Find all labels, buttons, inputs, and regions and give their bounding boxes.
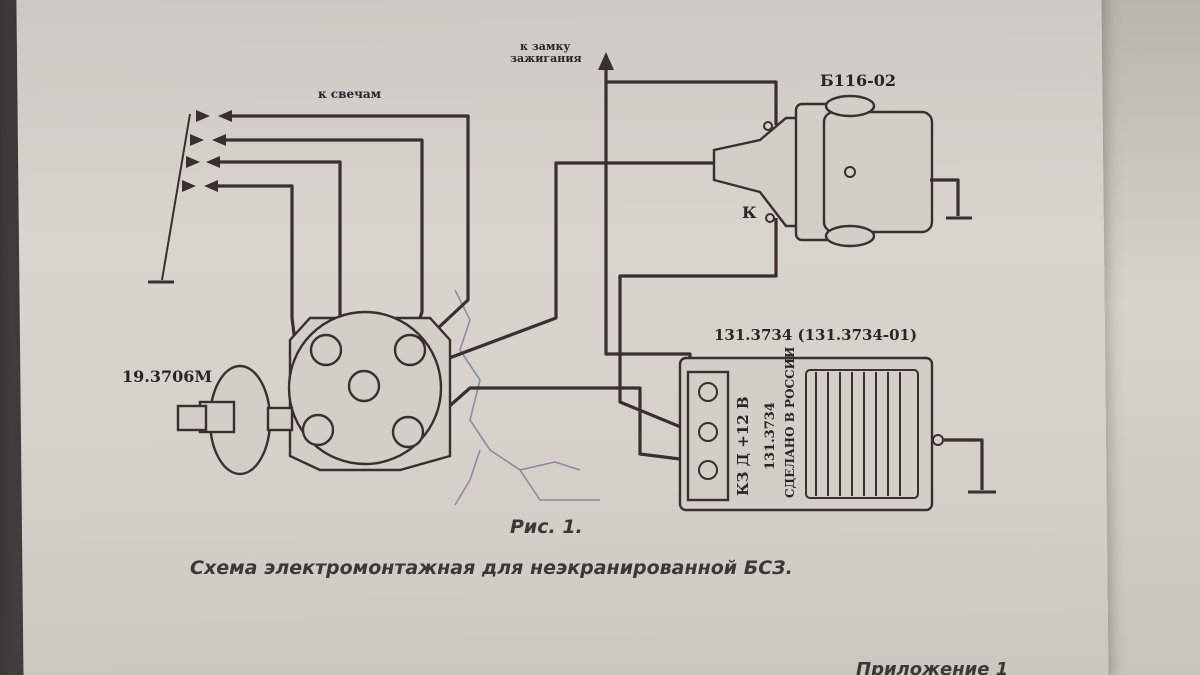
plug-terminal-3	[186, 156, 200, 168]
to-ignition-lock-label-1: к замку	[520, 40, 570, 53]
to-ignition-lock-label-2: зажигания	[510, 52, 582, 65]
ignition-lock-arrow	[598, 52, 614, 70]
switch-heatsink-fins	[815, 372, 901, 496]
svg-text:КЗ Д +12 В: КЗ Д +12 В	[734, 396, 752, 496]
plug-terminal-1	[196, 110, 210, 122]
distributor-model-label: 19.3706М	[122, 367, 212, 386]
ignition-coil	[712, 94, 972, 248]
distributor	[176, 310, 452, 476]
coil-terminal-k-label: К	[742, 203, 757, 222]
to-spark-plugs-label: к свечам	[318, 87, 382, 101]
switch-part-number: 131.3734	[763, 402, 778, 470]
svg-text:СДЕЛАНО В РОССИИ: СДЕЛАНО В РОССИИ	[783, 347, 797, 498]
figure-number: Рис. 1.	[510, 516, 583, 538]
switch-model-label: 131.3734 (131.3734-01)	[714, 326, 917, 344]
switch-module	[678, 356, 996, 512]
figure-caption: Схема электромонтажная для неэкранирован…	[190, 557, 793, 579]
paper-cracks	[454, 289, 600, 506]
appendix-label: Приложение 1	[856, 659, 1008, 675]
coil-model-label: Б116-02	[820, 71, 896, 90]
switch-terminal-labels: КЗ Д +12 В	[734, 396, 752, 496]
svg-text:131.3734: 131.3734	[763, 402, 778, 470]
plug-terminal-2	[190, 134, 204, 146]
switch-made-in: СДЕЛАНО В РОССИИ	[783, 347, 797, 498]
plug-terminal-4	[182, 180, 196, 192]
